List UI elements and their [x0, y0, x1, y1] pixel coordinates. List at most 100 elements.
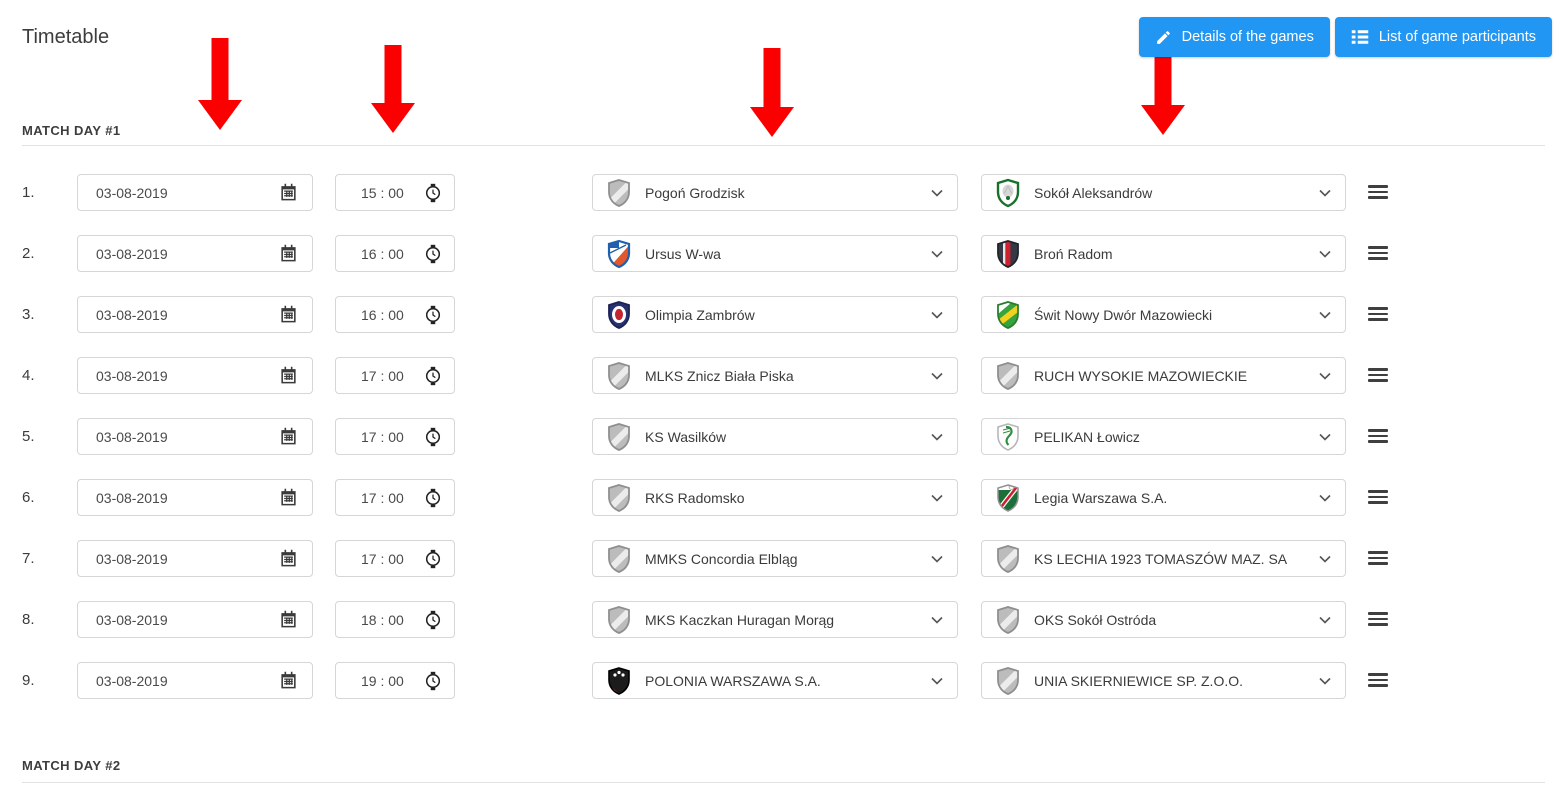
calendar-icon[interactable]	[279, 549, 298, 568]
home-team-select[interactable]: Ursus W-wa	[592, 235, 958, 272]
date-value: 03-08-2019	[96, 367, 168, 384]
date-input[interactable]: 03-08-2019	[77, 479, 313, 516]
time-input[interactable]: 18 : 00	[335, 601, 455, 638]
clock-icon[interactable]	[424, 244, 442, 264]
calendar-icon[interactable]	[279, 244, 298, 263]
away-team-select[interactable]: PELIKAN Łowicz	[981, 418, 1346, 455]
calendar-icon[interactable]	[279, 305, 298, 324]
home-team-select[interactable]: Pogoń Grodzisk	[592, 174, 958, 211]
chevron-down-icon	[1319, 189, 1331, 197]
date-value: 03-08-2019	[96, 672, 168, 689]
time-input[interactable]: 19 : 00	[335, 662, 455, 699]
chevron-down-icon	[931, 555, 943, 563]
details-of-games-button[interactable]: Details of the games	[1138, 17, 1330, 57]
clock-icon[interactable]	[424, 366, 442, 386]
date-input[interactable]: 03-08-2019	[77, 418, 313, 455]
away-team-select[interactable]: Sokół Aleksandrów	[981, 174, 1346, 211]
calendar-icon[interactable]	[279, 671, 298, 690]
menu-icon[interactable]	[1368, 486, 1388, 508]
time-value: 19 : 00	[361, 672, 404, 689]
chevron-down-icon	[1319, 250, 1331, 258]
chevron-down-icon	[931, 311, 943, 319]
match-row: 4. 03-08-2019 17 : 00 MLKS Znicz Biała P…	[0, 357, 1567, 394]
date-input[interactable]: 03-08-2019	[77, 601, 313, 638]
clock-icon[interactable]	[424, 427, 442, 447]
away-team-name: Świt Nowy Dwór Mazowiecki	[1034, 306, 1213, 323]
calendar-icon[interactable]	[279, 610, 298, 629]
menu-icon[interactable]	[1368, 547, 1388, 569]
home-team-crest-icon	[606, 666, 632, 696]
away-team-select[interactable]: Świt Nowy Dwór Mazowiecki	[981, 296, 1346, 333]
menu-icon[interactable]	[1368, 669, 1388, 691]
home-team-name: MMKS Concordia Elbląg	[645, 550, 798, 567]
date-input[interactable]: 03-08-2019	[77, 662, 313, 699]
away-team-name: Broń Radom	[1034, 245, 1113, 262]
away-team-select[interactable]: UNIA SKIERNIEWICE SP. Z.O.O.	[981, 662, 1346, 699]
time-input[interactable]: 16 : 00	[335, 296, 455, 333]
match-row: 2. 03-08-2019 16 : 00 Ursus W-wa Broń Ra…	[0, 235, 1567, 272]
away-team-crest-icon	[995, 361, 1021, 391]
home-team-name: RKS Radomsko	[645, 489, 745, 506]
time-input[interactable]: 17 : 00	[335, 540, 455, 577]
details-of-games-label: Details of the games	[1181, 29, 1314, 45]
clock-icon[interactable]	[424, 305, 442, 325]
date-input[interactable]: 03-08-2019	[77, 540, 313, 577]
menu-icon[interactable]	[1368, 303, 1388, 325]
home-team-select[interactable]: Olimpia Zambrów	[592, 296, 958, 333]
red-arrow-down-icon	[198, 38, 242, 130]
away-team-select[interactable]: Broń Radom	[981, 235, 1346, 272]
match-row: 3. 03-08-2019 16 : 00 Olimpia Zambrów Św…	[0, 296, 1567, 333]
calendar-icon[interactable]	[279, 488, 298, 507]
home-team-crest-icon	[606, 178, 632, 208]
home-team-select[interactable]: MLKS Znicz Biała Piska	[592, 357, 958, 394]
away-team-select[interactable]: RUCH WYSOKIE MAZOWIECKIE	[981, 357, 1346, 394]
calendar-icon[interactable]	[279, 183, 298, 202]
menu-icon[interactable]	[1368, 364, 1388, 386]
menu-icon[interactable]	[1368, 181, 1388, 203]
clock-icon[interactable]	[424, 610, 442, 630]
away-team-name: KS LECHIA 1923 TOMASZÓW MAZ. SA	[1034, 550, 1288, 567]
chevron-down-icon	[931, 677, 943, 685]
list-of-participants-button[interactable]: List of game participants	[1334, 17, 1552, 57]
date-input[interactable]: 03-08-2019	[77, 235, 313, 272]
clock-icon[interactable]	[424, 671, 442, 691]
header-buttons: Details of the games List of game partic…	[1138, 17, 1552, 57]
time-input[interactable]: 17 : 00	[335, 479, 455, 516]
home-team-select[interactable]: KS Wasilków	[592, 418, 958, 455]
time-input[interactable]: 16 : 00	[335, 235, 455, 272]
date-input[interactable]: 03-08-2019	[77, 357, 313, 394]
away-team-select[interactable]: KS LECHIA 1923 TOMASZÓW MAZ. SA	[981, 540, 1346, 577]
clock-icon[interactable]	[424, 488, 442, 508]
away-team-crest-icon	[995, 178, 1021, 208]
time-input[interactable]: 17 : 00	[335, 357, 455, 394]
date-value: 03-08-2019	[96, 550, 168, 567]
list-icon	[1351, 29, 1369, 45]
home-team-select[interactable]: RKS Radomsko	[592, 479, 958, 516]
match-number: 9.	[22, 672, 35, 689]
chevron-down-icon	[1319, 616, 1331, 624]
time-input[interactable]: 15 : 00	[335, 174, 455, 211]
clock-icon[interactable]	[424, 549, 442, 569]
calendar-icon[interactable]	[279, 427, 298, 446]
chevron-down-icon	[931, 250, 943, 258]
home-team-select[interactable]: MKS Kaczkan Huragan Morąg	[592, 601, 958, 638]
home-team-crest-icon	[606, 422, 632, 452]
date-input[interactable]: 03-08-2019	[77, 296, 313, 333]
away-team-select[interactable]: Legia Warszawa S.A.	[981, 479, 1346, 516]
date-value: 03-08-2019	[96, 611, 168, 628]
calendar-icon[interactable]	[279, 366, 298, 385]
date-input[interactable]: 03-08-2019	[77, 174, 313, 211]
clock-icon[interactable]	[424, 183, 442, 203]
away-team-crest-icon	[995, 483, 1021, 513]
away-team-crest-icon	[995, 239, 1021, 269]
menu-icon[interactable]	[1368, 425, 1388, 447]
home-team-crest-icon	[606, 483, 632, 513]
chevron-down-icon	[931, 616, 943, 624]
menu-icon[interactable]	[1368, 242, 1388, 264]
menu-icon[interactable]	[1368, 608, 1388, 630]
away-team-select[interactable]: OKS Sokół Ostróda	[981, 601, 1346, 638]
time-input[interactable]: 17 : 00	[335, 418, 455, 455]
home-team-select[interactable]: POLONIA WARSZAWA S.A.	[592, 662, 958, 699]
home-team-name: Pogoń Grodzisk	[645, 184, 745, 201]
home-team-select[interactable]: MMKS Concordia Elbląg	[592, 540, 958, 577]
